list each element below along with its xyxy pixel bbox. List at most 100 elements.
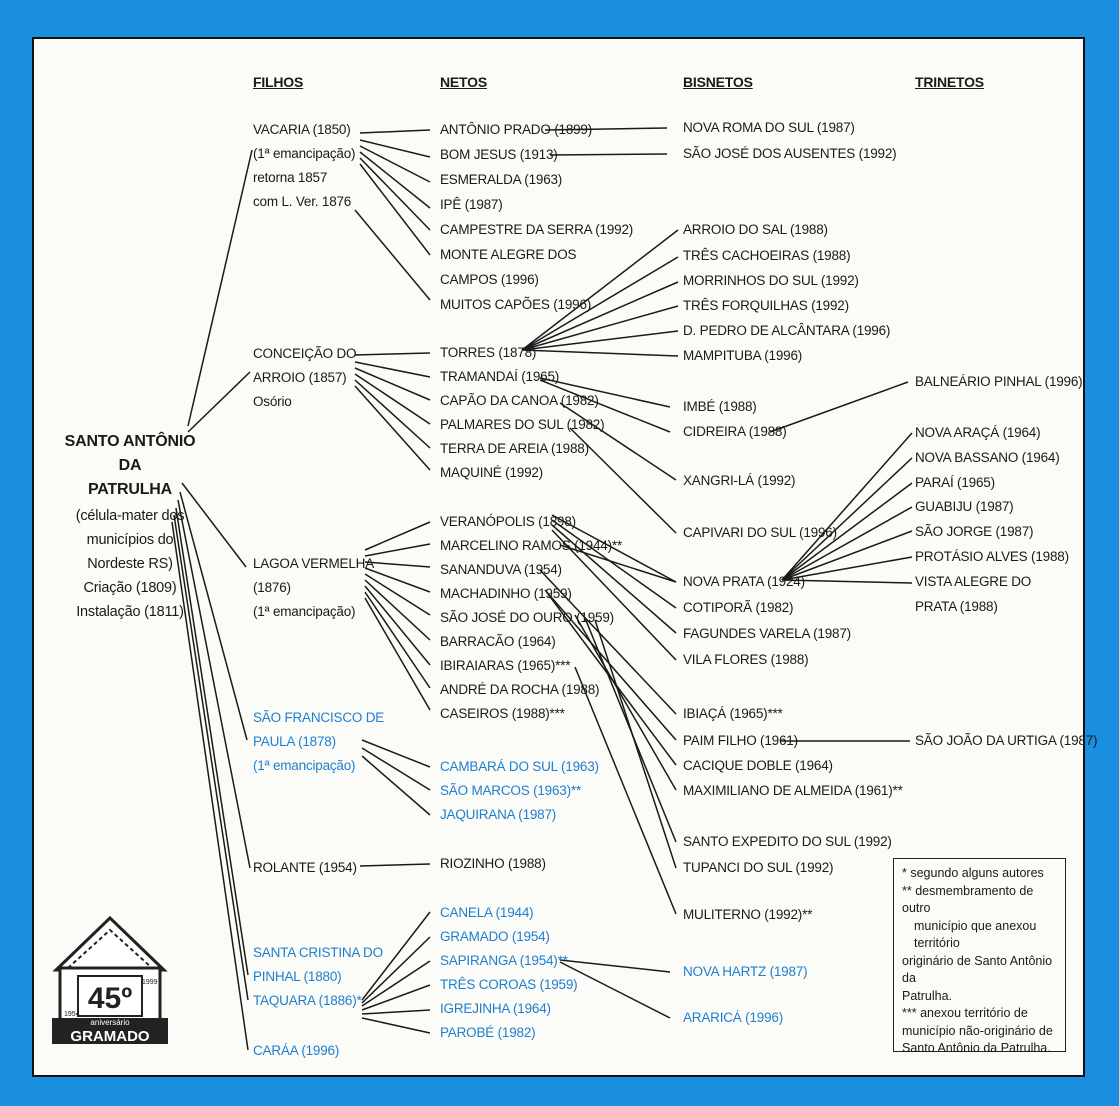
neto-muitoscapoes: MUITOS CAPÕES (1996)	[440, 297, 592, 312]
bisneto-morrinhos: MORRINHOS DO SUL (1992)	[683, 273, 859, 288]
bisneto-tresforquilhas: TRÊS FORQUILHAS (1992)	[683, 298, 849, 313]
neto-bomjesus: BOM JESUS (1913)	[440, 147, 558, 162]
neto-jaquirana: JAQUIRANA (1987)	[440, 807, 557, 822]
neto-gramado: GRAMADO (1954)	[440, 929, 550, 944]
neto-riozinho: RIOZINHO (1988)	[440, 856, 546, 871]
bisneto-maximiliano: MAXIMILIANO DE ALMEIDA (1961)**	[683, 783, 903, 798]
legend-line: Santo Antônio da Patrulha.	[902, 1041, 1051, 1055]
bisneto-mampituba: MAMPITUBA (1996)	[683, 348, 803, 363]
neto-saojosedoouro: SÃO JOSÉ DO OURO (1959)	[440, 610, 614, 625]
legend-line: município não-originário de	[902, 1023, 1053, 1038]
root-line8: Instalação (1811)	[76, 604, 184, 620]
neto-veranopolis: VERANÓPOLIS (1898)	[440, 514, 576, 529]
bisneto-paimfilho: PAIM FILHO (1961)	[683, 733, 798, 748]
neto-palmares: PALMARES DO SUL (1982)	[440, 417, 605, 432]
bisneto-capivari: CAPIVARI DO SUL (1996)	[683, 525, 837, 540]
filho-caraa: CARÁA (1996)	[253, 1043, 340, 1058]
filho-taquara: TAQUARA (1886)*	[253, 993, 362, 1008]
filho-santacristina: SANTA CRISTINA DO	[253, 945, 383, 960]
neto-canela: CANELA (1944)	[440, 905, 534, 920]
bisneto-muliterno: MULITERNO (1992)**	[683, 907, 813, 922]
bisneto-arroiodosal: ARROIO DO SAL (1988)	[683, 222, 828, 237]
filho-saofrancisco: SÃO FRANCISCO DE	[253, 710, 385, 725]
filho-saofrancisco-l3: (1ª emancipação)	[253, 758, 356, 773]
bisneto-santoexpedito: SANTO EXPEDITO DO SUL (1992)	[683, 834, 892, 849]
legend-line: Patrulha.	[902, 988, 953, 1003]
neto-caseiros: CASEIROS (1988)***	[440, 706, 565, 721]
trineto-balneariopinhal: BALNEÁRIO PINHAL (1996)	[915, 374, 1083, 389]
neto-igrejinha: IGREJINHA (1964)	[440, 1001, 551, 1016]
header-trinetos: TRINETOS	[915, 74, 984, 90]
root-line7: Criação (1809)	[83, 580, 177, 596]
neto-barracao: BARRACÃO (1964)	[440, 634, 556, 649]
logo-year2: 1999	[142, 979, 158, 986]
legend-line: originário de Santo Antônio da	[902, 953, 1053, 986]
trineto-saojorge: SÃO JORGE (1987)	[915, 524, 1034, 539]
neto-ipe: IPÊ (1987)	[440, 197, 503, 212]
filho-conceicao: CONCEIÇÃO DO	[253, 346, 357, 361]
root-line3: PATRULHA	[87, 481, 173, 498]
header-filhos: FILHOS	[253, 74, 304, 90]
trineto-guabiju: GUABIJU (1987)	[915, 499, 1014, 514]
filho-vacaria: VACARIA (1850)	[253, 122, 351, 137]
neto-trescoroas: TRÊS COROAS (1959)	[440, 977, 578, 992]
root-line1: SANTO ANTÔNIO	[64, 433, 196, 450]
filho-saofrancisco-l2: PAULA (1878)	[253, 734, 336, 749]
trineto-novabassano: NOVA BASSANO (1964)	[915, 450, 1060, 465]
neto-sananduva: SANANDUVA (1954)	[440, 562, 562, 577]
filho-rolante: ROLANTE (1954)	[253, 860, 357, 875]
filho-vacaria-l4: com L. Ver. 1876	[253, 194, 352, 209]
bisneto-novahartz: NOVA HARTZ (1987)	[683, 964, 808, 979]
root-line2: DA	[118, 457, 142, 474]
trineto-saojoaodaurtiga: SÃO JOÃO DA URTIGA (1987)	[915, 733, 1098, 748]
bisneto-dpedro: D. PEDRO DE ALCÂNTARA (1996)	[683, 323, 891, 338]
bisneto-ibiaca: IBIAÇÁ (1965)***	[683, 706, 783, 721]
neto-maquine: MAQUINÉ (1992)	[440, 465, 543, 480]
neto-saomarcos: SÃO MARCOS (1963)**	[440, 783, 581, 798]
neto-tramandai: TRAMANDAÍ (1965)	[440, 369, 560, 384]
bisneto-tupanci: TUPANCI DO SUL (1992)	[683, 860, 834, 875]
filho-lagoa: LAGOA VERMELHA	[253, 556, 374, 571]
filho-vacaria-l3: retorna 1857	[253, 170, 328, 185]
root-line6: Nordeste RS)	[87, 556, 173, 572]
neto-parobe: PAROBÉ (1982)	[440, 1025, 536, 1040]
neto-montealegre: MONTE ALEGRE DOS	[440, 247, 577, 262]
trineto-parai: PARAÍ (1965)	[915, 475, 995, 490]
neto-cambara: CAMBARÁ DO SUL (1963)	[440, 759, 599, 774]
legend-line: * segundo alguns autores	[902, 866, 1044, 880]
neto-sapiranga: SAPIRANGA (1954)**	[440, 953, 568, 968]
logo-name: GRAMADO	[70, 1028, 149, 1045]
legend-box: * segundo alguns autores ** desmembramen…	[893, 858, 1066, 1055]
bisneto-novaroma: NOVA ROMA DO SUL (1987)	[683, 120, 855, 135]
trineto-vistaalegre: VISTA ALEGRE DO	[915, 574, 1032, 589]
filho-santacristina-l2: PINHAL (1880)	[253, 969, 342, 984]
neto-terradeareia: TERRA DE AREIA (1988)	[440, 441, 589, 456]
filho-conceicao-l3: Osório	[253, 394, 292, 409]
bisneto-imbe: IMBÉ (1988)	[683, 399, 757, 414]
trineto-vistaalegre-l2: PRATA (1988)	[915, 599, 998, 614]
bisneto-ararica: ARARICÁ (1996)	[683, 1010, 783, 1025]
logo-year1: 1954	[64, 1011, 80, 1018]
header-netos: NETOS	[440, 74, 487, 90]
legend-line: município que anexou território	[914, 918, 1037, 951]
bisneto-xangrila: XANGRI-LÁ (1992)	[683, 473, 796, 488]
filho-vacaria-l2: (1ª emancipação)	[253, 146, 356, 161]
bisneto-novaprata: NOVA PRATA (1924)	[683, 574, 805, 589]
header-bisnetos: BISNETOS	[683, 74, 753, 90]
neto-capao: CAPÃO DA CANOA (1982)	[440, 393, 599, 408]
neto-montealegre-l2: CAMPOS (1996)	[440, 272, 539, 287]
filho-lagoa-l3: (1ª emancipação)	[253, 604, 356, 619]
filho-lagoa-l2: (1876)	[253, 580, 291, 595]
bisneto-fagundesvarela: FAGUNDES VARELA (1987)	[683, 626, 851, 641]
root-line4: (célula-mater dos	[75, 508, 185, 524]
neto-andredarocha: ANDRÉ DA ROCHA (1988)	[440, 682, 600, 697]
neto-machadinho: MACHADINHO (1959)	[440, 586, 572, 601]
trineto-protasioalves: PROTÁSIO ALVES (1988)	[915, 549, 1069, 564]
filho-conceicao-l2: ARROIO (1857)	[253, 370, 347, 385]
root-line5: municípios do	[86, 532, 174, 548]
neto-esmeralda: ESMERALDA (1963)	[440, 172, 563, 187]
bisneto-vilaflores: VILA FLORES (1988)	[683, 652, 809, 667]
logo-sub: aniversário	[90, 1018, 130, 1027]
logo-number: 45º	[88, 982, 132, 1015]
